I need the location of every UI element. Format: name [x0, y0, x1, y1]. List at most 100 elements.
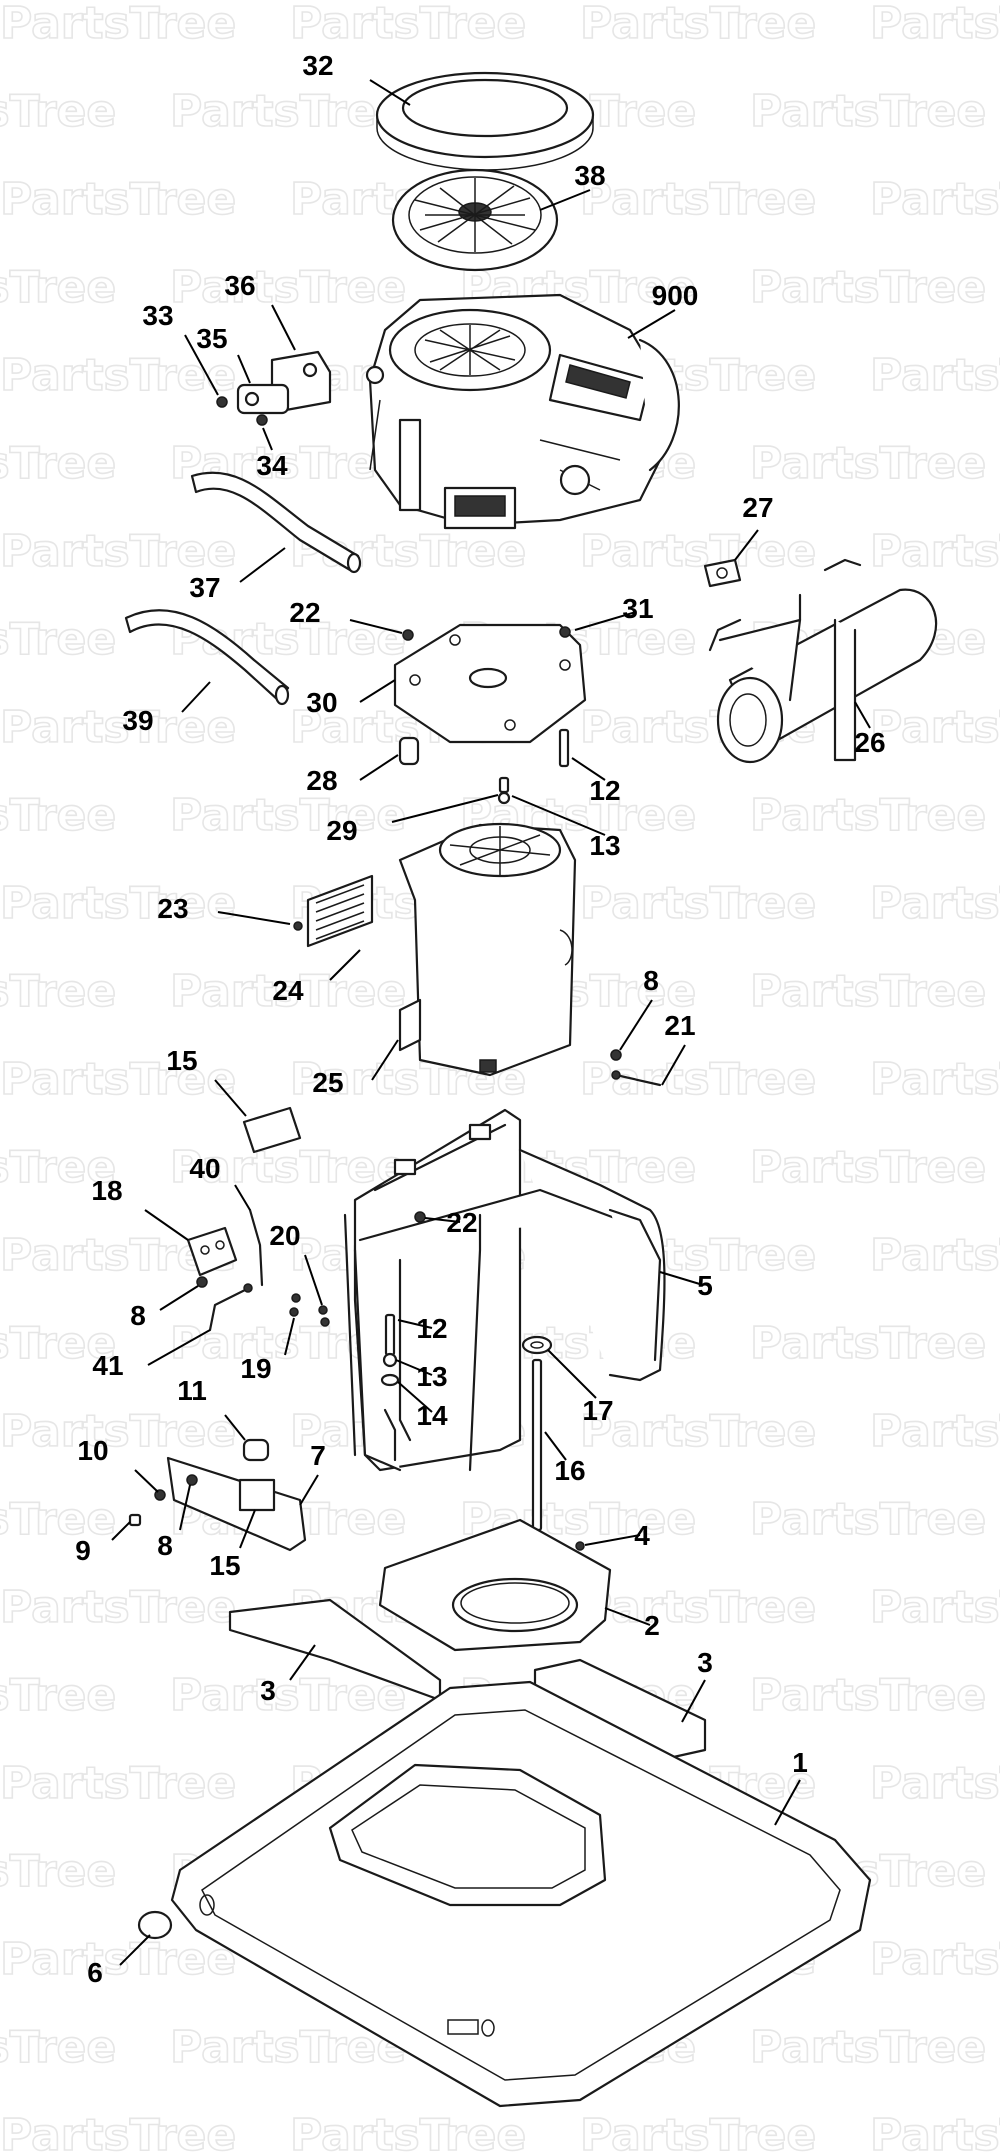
leader-line-13b — [395, 1359, 433, 1376]
leader-line-31 — [574, 611, 637, 631]
callout-36[interactable]: 36 — [224, 270, 255, 301]
callout-35[interactable]: 35 — [196, 323, 227, 354]
callout-40[interactable]: 40 — [189, 1153, 220, 1184]
leader-line-3b — [681, 1679, 706, 1723]
callout-17[interactable]: 17 — [582, 1395, 613, 1426]
watermark-text: PartsTree — [580, 1054, 816, 1105]
callout-25[interactable]: 25 — [312, 1067, 343, 1098]
callout-15b[interactable]: 15 — [209, 1550, 240, 1581]
callout-8c[interactable]: 8 — [157, 1530, 173, 1561]
callout-14[interactable]: 14 — [416, 1400, 448, 1431]
callout-26[interactable]: 26 — [854, 727, 885, 758]
watermark-text: PartsTree — [750, 438, 986, 489]
watermark-text: PartsTree — [170, 1142, 406, 1193]
part-900-engine — [365, 293, 680, 530]
callout-30[interactable]: 30 — [306, 687, 337, 718]
part-13-washer-top — [497, 791, 511, 805]
callout-23[interactable]: 23 — [157, 893, 188, 924]
part-25-alternator — [398, 822, 577, 1077]
leader-line-24 — [329, 949, 361, 981]
leader-line-2 — [604, 1607, 651, 1626]
callout-900[interactable]: 900 — [652, 280, 699, 311]
callout-31[interactable]: 31 — [622, 593, 653, 624]
part-34-nut — [256, 414, 268, 426]
callout-20[interactable]: 20 — [269, 1220, 300, 1251]
watermark-text: PartsTree — [0, 174, 236, 225]
callout-37[interactable]: 37 — [189, 572, 220, 603]
watermark-text: PartsTree — [0, 1934, 236, 1985]
callout-33[interactable]: 33 — [142, 300, 173, 331]
callout-22b[interactable]: 22 — [446, 1207, 477, 1238]
callout-7[interactable]: 7 — [310, 1440, 326, 1471]
callout-10[interactable]: 10 — [77, 1435, 108, 1466]
watermark-text: PartsTree — [290, 0, 526, 49]
callout-19[interactable]: 19 — [240, 1353, 271, 1384]
watermark-text: PartsTree — [0, 262, 116, 313]
callout-11[interactable]: 11 — [177, 1375, 207, 1406]
callout-6[interactable]: 6 — [87, 1957, 103, 1988]
callout-39[interactable]: 39 — [122, 705, 153, 736]
callout-22a[interactable]: 22 — [289, 597, 320, 628]
watermark-text: PartsTree — [0, 1054, 236, 1105]
part-32-ring — [375, 71, 595, 171]
callout-32[interactable]: 32 — [302, 50, 333, 81]
callout-28[interactable]: 28 — [306, 765, 337, 796]
callout-41[interactable]: 41 — [92, 1350, 123, 1381]
callout-1[interactable]: 1 — [792, 1747, 808, 1778]
callout-27[interactable]: 27 — [742, 492, 773, 523]
part-38-screen — [391, 168, 559, 272]
watermark-text: PartsTree — [870, 174, 1000, 225]
callout-13a[interactable]: 13 — [589, 830, 620, 861]
part-20-nut — [318, 1305, 330, 1327]
part-19-nut — [289, 1293, 301, 1317]
callout-16[interactable]: 16 — [554, 1455, 585, 1486]
leader-line-12b — [397, 1319, 433, 1329]
callout-18[interactable]: 18 — [91, 1175, 122, 1206]
leader-line-21 — [661, 1044, 686, 1086]
watermark-text: PartsTree — [0, 702, 236, 753]
part-1-base — [170, 1680, 872, 2108]
part-22-nut-top — [402, 629, 414, 641]
part-26-muffler — [708, 558, 938, 764]
callout-12b[interactable]: 12 — [416, 1313, 447, 1344]
watermark-text: PartsTree — [170, 790, 406, 841]
watermark-text: PartsTree — [870, 702, 1000, 753]
part-23-screw — [293, 921, 303, 931]
leader-line-37 — [239, 547, 286, 583]
callout-29[interactable]: 29 — [326, 815, 357, 846]
callout-4[interactable]: 4 — [634, 1520, 650, 1551]
callout-8a[interactable]: 8 — [643, 965, 659, 996]
watermark-text: PartsTree — [870, 1934, 1000, 1985]
watermark-text: PartsTree — [870, 878, 1000, 929]
watermark-text: PartsTree — [580, 526, 816, 577]
callout-2[interactable]: 2 — [644, 1610, 660, 1641]
callout-34[interactable]: 34 — [256, 450, 288, 481]
watermark-text: PartsTree — [0, 1846, 116, 1897]
callout-38[interactable]: 38 — [574, 160, 605, 191]
callout-24[interactable]: 24 — [272, 975, 304, 1006]
callout-3a[interactable]: 3 — [260, 1675, 276, 1706]
callout-5[interactable]: 5 — [697, 1270, 713, 1301]
watermark-text: PartsTree — [0, 1494, 116, 1545]
callout-9[interactable]: 9 — [75, 1535, 91, 1566]
leader-line-33 — [184, 334, 219, 396]
callout-12a[interactable]: 12 — [589, 775, 620, 806]
callout-3b[interactable]: 3 — [697, 1647, 713, 1678]
part-6-plug — [137, 1910, 173, 1940]
leader-line-20 — [304, 1254, 323, 1306]
leader-line-11 — [224, 1414, 246, 1441]
part-12-bolt-frame — [384, 1313, 396, 1357]
callout-8b[interactable]: 8 — [130, 1300, 146, 1331]
watermark-text: PartsTree — [750, 966, 986, 1017]
callout-21[interactable]: 21 — [664, 1010, 695, 1041]
part-27-gasket — [703, 558, 742, 588]
leader-line-25 — [371, 1039, 399, 1081]
callout-15a[interactable]: 15 — [166, 1045, 197, 1076]
part-13-washer-frame — [382, 1352, 398, 1368]
watermark-text: PartsTree — [580, 878, 816, 929]
part-30-plate — [393, 623, 587, 744]
leader-line-15b — [239, 1509, 256, 1549]
watermark-text: PartsTree — [750, 86, 986, 137]
callout-13b[interactable]: 13 — [416, 1361, 447, 1392]
